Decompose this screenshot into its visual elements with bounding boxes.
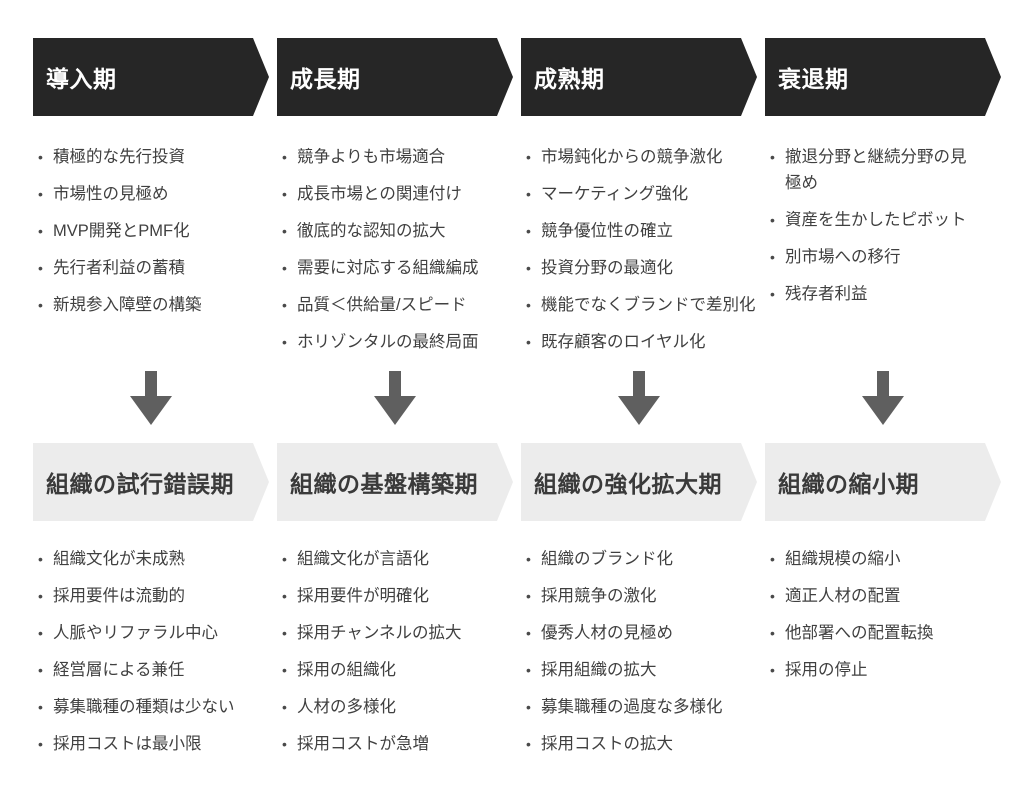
stage-title: 導入期 (46, 66, 117, 92)
org-bullet-list: 組織文化が言語化 採用要件が明確化 採用チャンネルの拡大 採用の組織化 人材の多… (277, 521, 521, 787)
bullet-item: 組織文化が未成熟 (37, 546, 273, 572)
stage-bullet-list: 撤退分野と継続分野の見極め 資産を生かしたピボット 別市場への移行 残存者利益 (765, 116, 977, 368)
bullet-item: 採用の停止 (769, 657, 1005, 683)
org-bullet-list: 組織のブランド化 採用競争の激化 優秀人材の見極め 採用組織の拡大 募集職種の過… (521, 521, 765, 787)
bullet-item: 品質＜供給量/スピード (281, 292, 517, 318)
bullet-item: 需要に対応する組織編成 (281, 255, 517, 281)
bullet-item: 既存顧客のロイヤル化 (525, 329, 761, 355)
stage-to-org-connector (277, 368, 513, 443)
bullet-item: 募集職種の種類は少ない (37, 694, 273, 720)
org-title: 組織の縮小期 (778, 471, 919, 497)
bullet-item: 新規参入障壁の構築 (37, 292, 273, 318)
stage-to-org-connector (521, 368, 757, 443)
stage-title: 成熟期 (534, 66, 605, 92)
stage-to-org-connector (33, 368, 269, 443)
stage-bullet-list: 市場鈍化からの競争激化 マーケティング強化 競争優位性の確立 投資分野の最適化 … (521, 116, 765, 368)
stage-to-org-connector (765, 368, 1001, 443)
bullet-item: 採用要件は流動的 (37, 583, 273, 609)
bullet-item: 他部署への配置転換 (769, 620, 1005, 646)
org-bullet-list: 組織規模の縮小 適正人材の配置 他部署への配置転換 採用の停止 (765, 521, 1009, 787)
stage-bullet-list: 競争よりも市場適合 成長市場との関連付け 徹底的な認知の拡大 需要に対応する組織… (277, 116, 521, 368)
stage-header-arrow: 成熟期 (521, 38, 757, 116)
org-header-arrow: 組織の縮小期 (765, 443, 1001, 521)
org-bullet-list: 組織文化が未成熟 採用要件は流動的 人脈やリファラル中心 経営層による兼任 募集… (33, 521, 277, 787)
bullet-item: 残存者利益 (769, 281, 973, 307)
column-introduction: 導入期 積極的な先行投資 市場性の見極め MVP開発とPMF化 先行者利益の蓄積… (33, 38, 277, 787)
org-title: 組織の強化拡大期 (534, 471, 722, 497)
bullet-item: 競争よりも市場適合 (281, 144, 517, 170)
bullet-item: マーケティング強化 (525, 181, 761, 207)
down-arrow-icon (374, 371, 416, 425)
bullet-item: 採用競争の激化 (525, 583, 761, 609)
bullet-item: 経営層による兼任 (37, 657, 273, 683)
column-growth: 成長期 競争よりも市場適合 成長市場との関連付け 徹底的な認知の拡大 需要に対応… (277, 38, 521, 787)
column-decline: 衰退期 撤退分野と継続分野の見極め 資産を生かしたピボット 別市場への移行 残存… (765, 38, 1009, 787)
column-maturity: 成熟期 市場鈍化からの競争激化 マーケティング強化 競争優位性の確立 投資分野の… (521, 38, 765, 787)
bullet-item: 採用組織の拡大 (525, 657, 761, 683)
bullet-item: 適正人材の配置 (769, 583, 1005, 609)
bullet-item: 募集職種の過度な多様化 (525, 694, 761, 720)
bullet-item: 市場性の見極め (37, 181, 273, 207)
bullet-item: 成長市場との関連付け (281, 181, 517, 207)
bullet-item: 投資分野の最適化 (525, 255, 761, 281)
bullet-item: MVP開発とPMF化 (37, 218, 273, 244)
bullet-item: 撤退分野と継続分野の見極め (769, 144, 973, 196)
bullet-item: ホリゾンタルの最終局面 (281, 329, 517, 355)
bullet-item: 組織規模の縮小 (769, 546, 1005, 572)
bullet-item: 人材の多様化 (281, 694, 517, 720)
bullet-item: 採用コストが急増 (281, 731, 517, 757)
stage-header-arrow: 成長期 (277, 38, 513, 116)
org-header-arrow: 組織の基盤構築期 (277, 443, 513, 521)
bullet-item: 市場鈍化からの競争激化 (525, 144, 761, 170)
down-arrow-icon (130, 371, 172, 425)
stage-title: 衰退期 (778, 66, 849, 92)
bullet-item: 採用コストの拡大 (525, 731, 761, 757)
bullet-item: 採用要件が明確化 (281, 583, 517, 609)
bullet-item: 積極的な先行投資 (37, 144, 273, 170)
org-title: 組織の試行錯誤期 (46, 471, 234, 497)
down-arrow-icon (618, 371, 660, 425)
org-header-arrow: 組織の強化拡大期 (521, 443, 757, 521)
down-arrow-icon (862, 371, 904, 425)
bullet-item: 別市場への移行 (769, 244, 973, 270)
bullet-item: 徹底的な認知の拡大 (281, 218, 517, 244)
bullet-item: 採用チャンネルの拡大 (281, 620, 517, 646)
bullet-item: 競争優位性の確立 (525, 218, 761, 244)
stage-bullet-list: 積極的な先行投資 市場性の見極め MVP開発とPMF化 先行者利益の蓄積 新規参… (33, 116, 277, 368)
stage-header-arrow: 衰退期 (765, 38, 1001, 116)
bullet-item: 先行者利益の蓄積 (37, 255, 273, 281)
bullet-item: 採用の組織化 (281, 657, 517, 683)
stage-header-arrow: 導入期 (33, 38, 269, 116)
bullet-item: 機能でなくブランドで差別化 (525, 292, 761, 318)
bullet-item: 組織のブランド化 (525, 546, 761, 572)
bullet-item: 優秀人材の見極め (525, 620, 761, 646)
bullet-item: 採用コストは最小限 (37, 731, 273, 757)
bullet-item: 組織文化が言語化 (281, 546, 517, 572)
bullet-item: 人脈やリファラル中心 (37, 620, 273, 646)
org-header-arrow: 組織の試行錯誤期 (33, 443, 269, 521)
bullet-item: 資産を生かしたピボット (769, 207, 973, 233)
org-title: 組織の基盤構築期 (290, 471, 478, 497)
stage-title: 成長期 (290, 66, 361, 92)
